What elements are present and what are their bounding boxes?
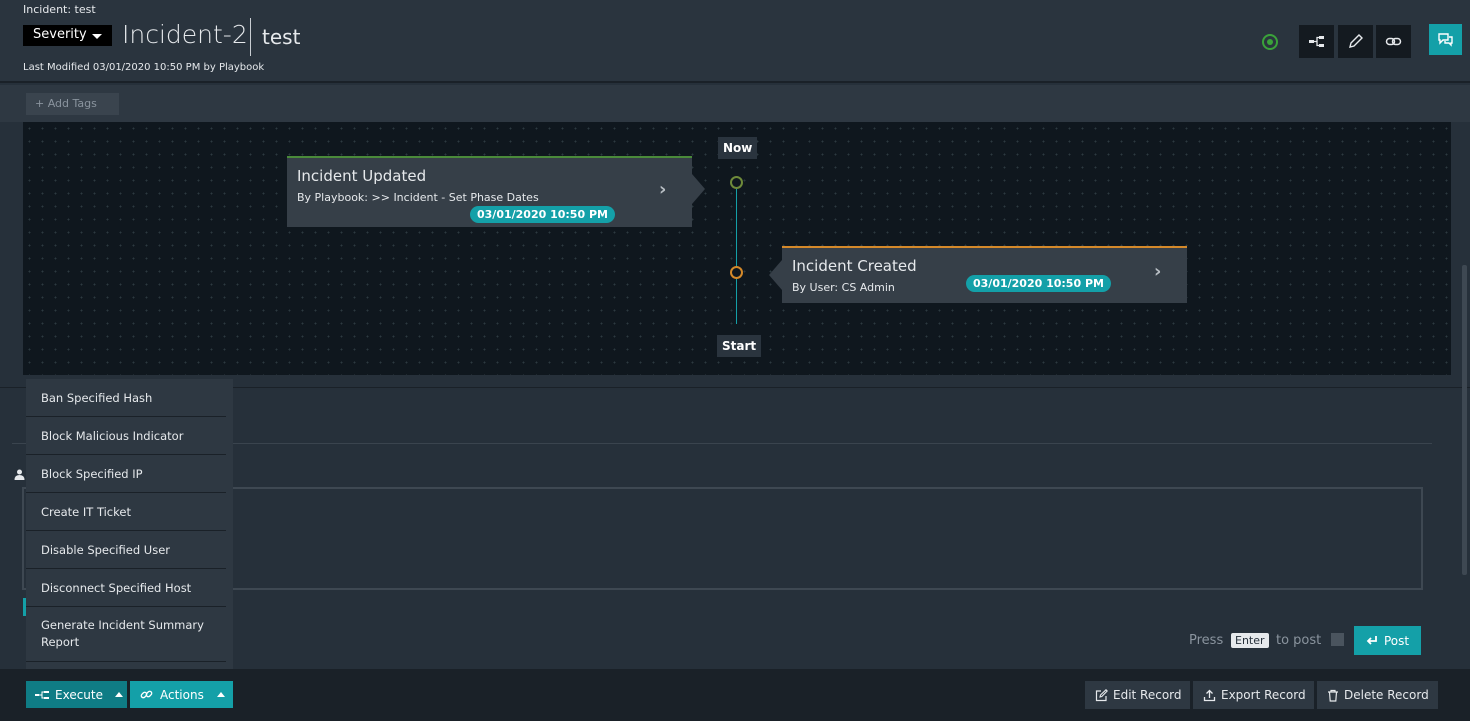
- playbook-icon: [1309, 36, 1324, 47]
- trash-icon: [1328, 689, 1338, 702]
- event-subtitle: By Playbook: >> Incident - Set Phase Dat…: [297, 191, 539, 204]
- edit-icon: [1095, 688, 1108, 701]
- add-tags-button[interactable]: + Add Tags: [26, 93, 119, 115]
- edit-record-label: Edit Record: [1113, 688, 1182, 702]
- status-indicator-icon: [1262, 34, 1278, 50]
- timeline-node-updated[interactable]: [730, 176, 743, 189]
- last-modified: Last Modified 03/01/2020 10:50 PM by Pla…: [23, 62, 265, 73]
- post-label: Post: [1383, 633, 1410, 648]
- actions-button[interactable]: Actions: [130, 681, 233, 708]
- link-icon: [140, 690, 153, 699]
- timeline-node-created[interactable]: [730, 266, 743, 279]
- title-divider: [250, 18, 251, 56]
- tags-bar: + Add Tags: [0, 85, 1470, 122]
- pencil-icon: [1349, 34, 1363, 48]
- playbook-icon: [35, 690, 49, 699]
- tab-accent: [23, 598, 26, 616]
- timeline: Now Start Incident Updated By Playbook: …: [23, 122, 1451, 375]
- menu-item[interactable]: Block Specified IP: [26, 455, 226, 493]
- menu-item[interactable]: Disconnect Specified Host: [26, 569, 226, 607]
- menu-item[interactable]: Ban Specified Hash: [26, 379, 226, 417]
- post-hint-to-post: to post: [1276, 633, 1322, 648]
- chevron-right-icon[interactable]: ›: [1154, 261, 1162, 282]
- link-button[interactable]: [1376, 25, 1411, 58]
- card-pointer: [769, 260, 782, 290]
- execute-button[interactable]: Execute: [26, 681, 127, 708]
- menu-item[interactable]: Disable Specified User: [26, 531, 226, 569]
- event-date-badge: 03/01/2020 10:50 PM: [470, 206, 615, 223]
- breadcrumb: Incident: test: [23, 3, 96, 16]
- link-icon: [1385, 37, 1402, 46]
- timeline-event-card[interactable]: Incident Created By User: CS Admin 03/01…: [769, 246, 1187, 303]
- caret-down-icon: [92, 34, 102, 39]
- card-pointer: [692, 174, 705, 204]
- delete-record-button[interactable]: Delete Record: [1317, 681, 1438, 709]
- delete-record-label: Delete Record: [1344, 688, 1429, 702]
- section-divider: [0, 387, 1470, 388]
- comment-input[interactable]: [22, 487, 1423, 590]
- timeline-axis: [736, 182, 737, 324]
- menu-item[interactable]: Create IT Ticket: [26, 493, 226, 531]
- enter-key-hint: Enter: [1231, 633, 1269, 648]
- event-title: Incident Updated: [297, 167, 427, 185]
- export-record-button[interactable]: Export Record: [1193, 681, 1314, 709]
- section-divider: [12, 443, 1432, 444]
- execute-label: Execute: [55, 687, 103, 702]
- edit-record-button[interactable]: Edit Record: [1085, 681, 1190, 709]
- export-record-label: Export Record: [1221, 688, 1306, 702]
- event-title: Incident Created: [792, 257, 917, 275]
- edit-button[interactable]: [1338, 25, 1373, 58]
- timeline-start-label: Start: [717, 335, 762, 357]
- timeline-event-card[interactable]: Incident Updated By Playbook: >> Inciden…: [287, 156, 705, 227]
- event-subtitle: By User: CS Admin: [792, 281, 895, 294]
- incident-id: Incident-2: [122, 20, 248, 49]
- timeline-now-label: Now: [718, 137, 758, 159]
- collaboration-button[interactable]: [1429, 24, 1462, 55]
- chat-icon: [1438, 33, 1453, 47]
- chevron-right-icon[interactable]: ›: [659, 179, 667, 200]
- severity-dropdown[interactable]: Severity: [23, 25, 112, 46]
- post-hint-press: Press: [1189, 633, 1224, 648]
- upload-icon: [1203, 689, 1216, 701]
- actions-label: Actions: [160, 687, 204, 702]
- incident-name: test: [262, 25, 301, 49]
- event-date-badge: 03/01/2020 10:50 PM: [966, 275, 1111, 292]
- enter-to-post-checkbox[interactable]: [1331, 633, 1344, 646]
- post-button[interactable]: Post: [1354, 626, 1421, 655]
- menu-item[interactable]: Generate Incident Summary Report: [26, 607, 226, 662]
- playbook-button[interactable]: [1299, 25, 1334, 58]
- user-icon: [14, 465, 25, 484]
- caret-up-icon: [216, 692, 225, 697]
- menu-item[interactable]: Block Malicious Indicator: [26, 417, 226, 455]
- severity-label: Severity: [33, 27, 87, 42]
- header: Incident: test Severity Incident-2 test …: [0, 0, 1470, 83]
- actions-menu: Ban Specified Hash Block Malicious Indic…: [26, 379, 233, 678]
- caret-up-icon: [115, 692, 123, 697]
- scrollbar[interactable]: [1462, 265, 1467, 575]
- enter-icon: [1366, 636, 1377, 645]
